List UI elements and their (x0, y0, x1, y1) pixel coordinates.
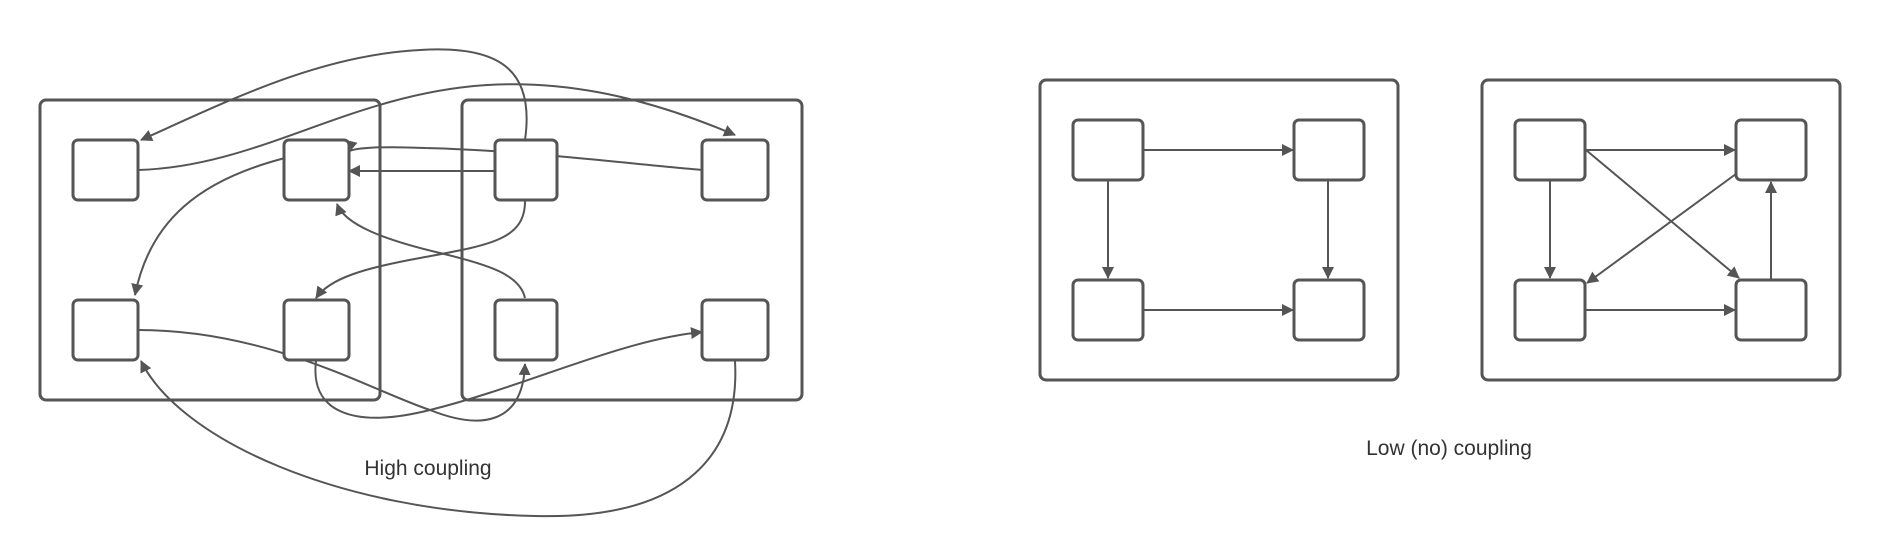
edge-b2-to-a2 (335, 203, 526, 299)
edge-d1-to-d4 (1585, 149, 1740, 279)
high-coupling-caption: High coupling (364, 457, 491, 480)
module-a-container (38, 98, 382, 402)
edge-a1-to-b4 (137, 83, 736, 171)
low-coupling-diagram: Low (no) coupling (1038, 78, 1842, 460)
edge-b1-to-a4 (315, 200, 526, 299)
edge-b4-to-a2 (345, 139, 705, 171)
edge-a4-to-b3 (314, 327, 703, 419)
node-b4 (700, 138, 770, 202)
node-a2 (282, 138, 351, 202)
node-a3 (71, 298, 140, 362)
node-d1 (1513, 118, 1587, 182)
edge-b1-to-a1 (140, 48, 528, 141)
node-c2 (1292, 118, 1366, 182)
node-c3 (1071, 278, 1145, 342)
edge-a2-to-a3 (131, 157, 286, 296)
node-c4 (1292, 278, 1366, 342)
node-b1 (493, 138, 559, 202)
module-c-container (1038, 78, 1400, 382)
node-c1 (1071, 118, 1145, 182)
node-b2 (493, 298, 559, 362)
node-a1 (71, 138, 140, 202)
edge-d2-to-d3 (1586, 170, 1741, 284)
node-b3 (700, 298, 770, 362)
low-coupling-caption: Low (no) coupling (1366, 437, 1532, 460)
node-d4 (1734, 278, 1808, 342)
high-coupling-diagram: High coupling (38, 48, 804, 518)
node-d2 (1734, 118, 1808, 182)
edge-a3-to-b2 (137, 329, 531, 422)
module-d-container (1480, 78, 1842, 382)
node-d3 (1513, 278, 1587, 342)
edge-b3-to-a3 (140, 360, 737, 518)
node-a4 (282, 298, 351, 362)
